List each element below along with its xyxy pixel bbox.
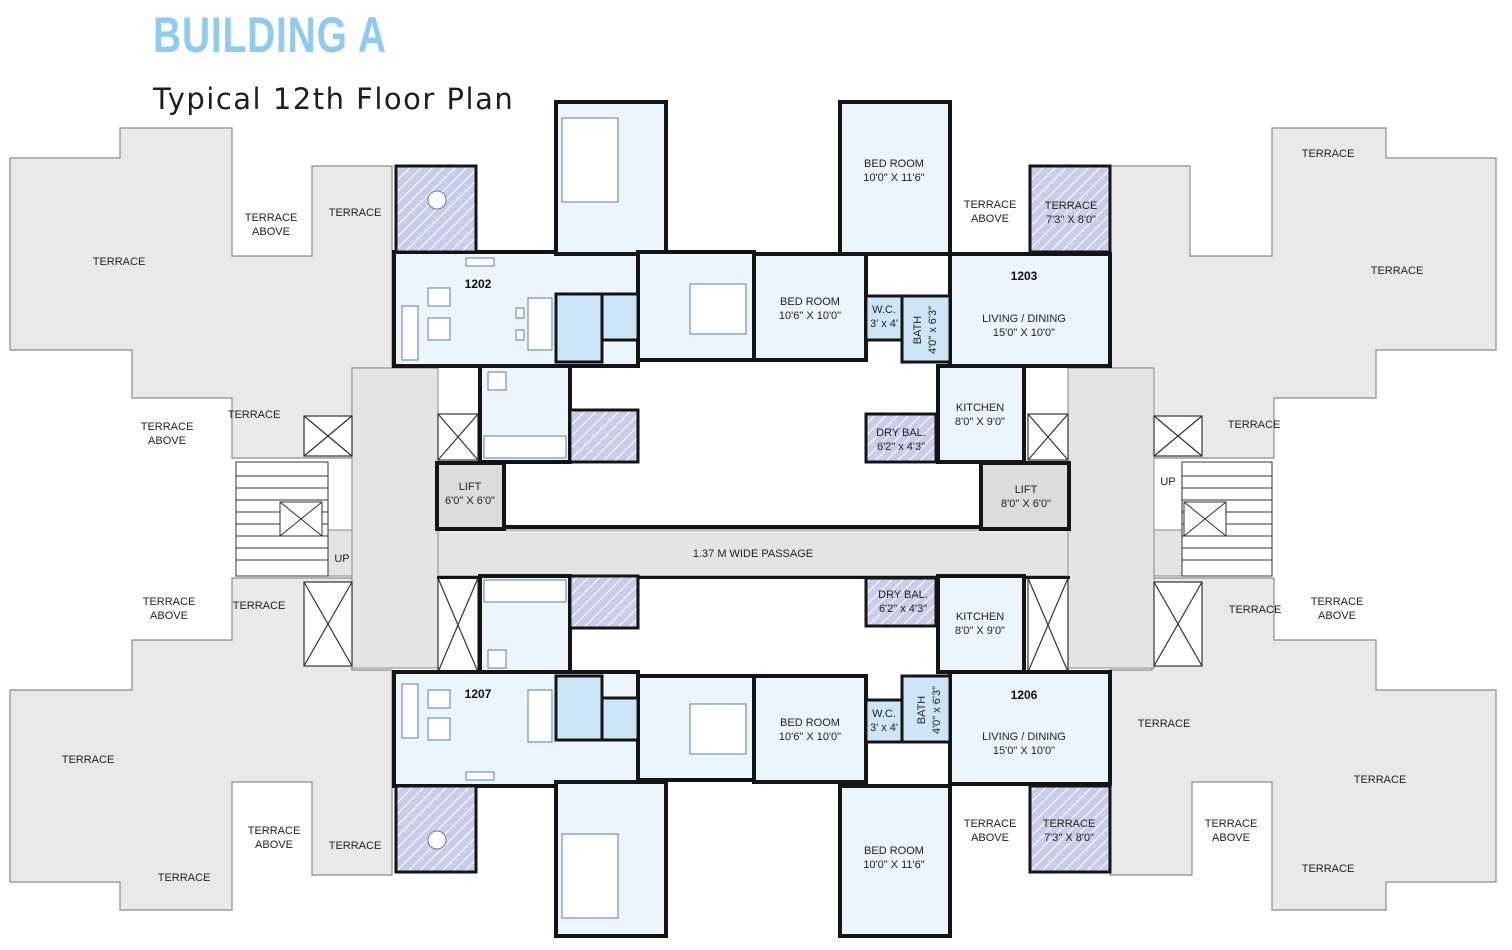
terrace-small-label: TERRACE	[1043, 818, 1096, 830]
dry-balcony-label: DRY BAL.	[876, 427, 926, 439]
bedroom-size-label: 10'0" X 11'6"	[863, 859, 924, 871]
living-size-label: 15'0" X 10'0"	[993, 745, 1055, 757]
shafts	[303, 413, 1203, 673]
terrace-above-label: TERRACE	[1311, 596, 1364, 608]
wc-size-label: 3' x 4'	[870, 318, 898, 330]
terrace-above-label: ABOVE	[255, 839, 293, 851]
unit-1207	[392, 574, 756, 938]
bedroom-label: BED ROOM	[864, 845, 924, 857]
wc-label: W.C.	[872, 304, 896, 316]
passage-label: 1.37 M WIDE PASSAGE	[693, 548, 813, 560]
unit-number: 1207	[465, 687, 492, 701]
terrace-label: TERRACE	[329, 207, 382, 219]
bedroom-size-label: 10'6" X 10'0"	[779, 731, 841, 743]
terrace-label: TERRACE	[329, 840, 382, 852]
terrace-above-label: ABOVE	[252, 226, 290, 238]
bath-label: BATH	[912, 316, 924, 345]
terrace-label: TERRACE	[62, 754, 115, 766]
terrace-labels: TERRACE TERRACE TERRACE TERRACE TERRACE …	[62, 148, 1424, 884]
terrace-small-label: 7'3" X 8'0"	[1044, 832, 1094, 844]
bedroom-size-label: 10'6" X 10'0"	[779, 310, 841, 322]
bedroom-label: BED ROOM	[864, 158, 924, 170]
lift-size-label: 8'0" X 6'0"	[1001, 498, 1051, 510]
terrace-top-left	[9, 127, 393, 459]
terrace-above-label: ABOVE	[1212, 832, 1250, 844]
terrace-label: TERRACE	[1138, 718, 1191, 730]
living-label: LIVING / DINING	[982, 731, 1066, 743]
terrace-label: TERRACE	[93, 256, 146, 268]
up-label: UP	[334, 553, 349, 565]
terrace-top-right	[1109, 127, 1497, 459]
lift-right	[979, 461, 1071, 531]
terrace-bottom-left	[9, 577, 393, 911]
bath-size-label: 4'0" x 6'3"	[927, 306, 939, 354]
terrace-label: TERRACE	[1302, 148, 1355, 160]
wc-size-label: 3' x 4'	[870, 722, 898, 734]
terrace-above-label: ABOVE	[971, 832, 1009, 844]
kitchen-label: KITCHEN	[956, 611, 1004, 623]
terrace-label: TERRACE	[1302, 863, 1355, 875]
terrace-small-label: TERRACE	[1045, 200, 1098, 212]
terrace-above-label: TERRACE	[1205, 818, 1258, 830]
terrace-above-label: TERRACE	[964, 818, 1017, 830]
corridor-left-vertical	[351, 367, 439, 669]
unit-1202	[392, 100, 756, 464]
living-size-label: 15'0" X 10'0"	[993, 327, 1055, 339]
living-label: LIVING / DINING	[982, 313, 1066, 325]
terrace-label: TERRACE	[1371, 265, 1424, 277]
terrace-small-label: 7'3" X 8'0"	[1046, 214, 1096, 226]
up-label: UP	[1160, 476, 1175, 488]
dry-balcony-label: DRY BAL.	[878, 589, 928, 601]
corridor	[235, 367, 1273, 669]
unit-number: 1203	[1011, 269, 1038, 283]
corridor-right-vertical	[1067, 367, 1155, 669]
terrace-label: TERRACE	[1354, 774, 1407, 786]
terrace-above-label: TERRACE	[248, 825, 301, 837]
lifts	[435, 461, 1071, 531]
wc-label: W.C.	[872, 708, 896, 720]
kitchen-size-label: 8'0" X 9'0"	[955, 625, 1005, 637]
terrace-above-label: ABOVE	[1318, 610, 1356, 622]
room-labels: 1.37 M WIDE PASSAGE UP UP LIFT 6'0" X 6'…	[334, 158, 1175, 871]
terrace-above-label: TERRACE	[143, 596, 196, 608]
terrace-above-label: TERRACE	[245, 212, 298, 224]
lift-label: LIFT	[459, 481, 482, 493]
terrace-label: TERRACE	[158, 872, 211, 884]
terraces	[9, 127, 1497, 911]
terrace-above-label: ABOVE	[971, 213, 1009, 225]
terrace-above-label: TERRACE	[964, 199, 1017, 211]
staircase-right	[1181, 461, 1273, 577]
lift-size-label: 6'0" X 6'0"	[445, 495, 495, 507]
staircase-left	[235, 461, 329, 577]
dry-balcony-size-label: 6'2" x 4'3"	[877, 441, 925, 453]
kitchen-size-label: 8'0" X 9'0"	[955, 416, 1005, 428]
bedroom-label: BED ROOM	[780, 717, 840, 729]
terrace-above-label: ABOVE	[148, 435, 186, 447]
terrace-bottom-right	[1109, 577, 1497, 911]
unit-number: 1206	[1011, 688, 1038, 702]
lift-label: LIFT	[1015, 484, 1038, 496]
bedroom-size-label: 10'0" X 11'6"	[863, 172, 924, 184]
unit-1203	[752, 100, 1112, 464]
bedroom-label: BED ROOM	[780, 296, 840, 308]
terrace-label: TERRACE	[1228, 419, 1281, 431]
terrace-label: TERRACE	[228, 409, 281, 421]
dry-balcony-size-label: 6'2" x 4'3"	[879, 603, 927, 615]
terrace-label: TERRACE	[233, 600, 286, 612]
terrace-above-label: TERRACE	[141, 421, 194, 433]
bath-size-label: 4'0" x 6'3"	[931, 686, 943, 734]
unit-1206	[752, 574, 1112, 938]
building-title: BUILDING A	[153, 7, 387, 63]
kitchen-label: KITCHEN	[956, 402, 1004, 414]
terrace-label: TERRACE	[1229, 604, 1282, 616]
lift-left	[435, 461, 506, 531]
unit-number: 1202	[465, 277, 492, 291]
floor-plan-subtitle: Typical 12th Floor Plan	[153, 82, 515, 116]
bath-label: BATH	[916, 696, 928, 725]
terrace-above-label: ABOVE	[150, 610, 188, 622]
